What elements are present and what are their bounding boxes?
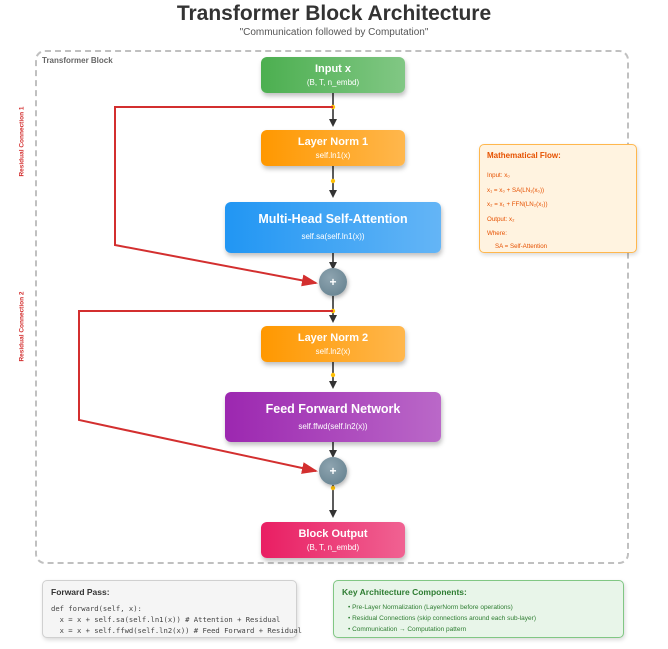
- math-flow-line: x₂ = x₁ + FFN(LN₂(x₁)): [487, 201, 548, 208]
- math-flow-box: Mathematical Flow: Input: x₀ x₁ = x₀ + S…: [479, 144, 637, 253]
- transformer-block-label: Transformer Block: [42, 56, 113, 65]
- block-output-title: Block Output: [298, 527, 368, 540]
- transformer-block-frame: [35, 50, 629, 564]
- self-attention-code: self.sa(self.ln1(x)): [301, 232, 365, 241]
- residual-path-2: [78, 310, 333, 474]
- add-node-2: +: [319, 457, 347, 485]
- junction-dot: [330, 372, 336, 378]
- key-component-item: • Communication → Computation pattern: [348, 626, 467, 633]
- forward-pass-code-line: x = x + self.sa(self.ln1(x)) # Attention…: [51, 615, 281, 624]
- feed-forward-code: self.ffwd(self.ln2(x)): [298, 421, 368, 431]
- key-component-item: • Residual Connections (skip connections…: [348, 615, 536, 622]
- page-title: Transformer Block Architecture: [176, 2, 492, 25]
- key-components-heading: Key Architecture Components:: [342, 587, 467, 597]
- forward-pass-code-line: def forward(self, x):: [51, 604, 142, 613]
- key-components-panel: Key Architecture Components: • Pre-Layer…: [333, 580, 624, 638]
- math-flow-line: Where:: [487, 230, 507, 237]
- junction-dot: [330, 485, 336, 491]
- forward-pass-code-line: x = x + self.ffwd(self.ln2(x)) # Feed Fo…: [51, 626, 302, 635]
- math-flow-line: Output: x₂: [487, 215, 515, 223]
- junction-dot: [330, 178, 336, 184]
- block-output-node: Block Output (B, T, n_embd): [261, 522, 405, 558]
- math-flow-line: x₁ = x₀ + SA(LN₁(x₀)): [487, 186, 545, 194]
- math-flow-line: Input: x₀: [487, 172, 510, 179]
- residual-path-1: [114, 106, 333, 287]
- add-node-1: +: [319, 268, 347, 296]
- layer-norm-2-title: Layer Norm 2: [297, 331, 369, 344]
- layer-norm-2-node: Layer Norm 2 self.ln2(x): [261, 326, 405, 362]
- math-flow-heading: Mathematical Flow:: [487, 151, 561, 160]
- input-node-shape: (B, T, n_embd): [306, 77, 360, 87]
- forward-pass-panel: Forward Pass: def forward(self, x): x = …: [42, 580, 302, 638]
- forward-pass-heading: Forward Pass:: [51, 587, 110, 597]
- layer-norm-2-code: self.ln2(x): [315, 346, 351, 356]
- residual-connection-1-label: Residual Connection 1: [18, 106, 26, 177]
- feed-forward-title: Feed Forward Network: [265, 401, 401, 416]
- layer-norm-1-code: self.ln1(x): [315, 150, 351, 160]
- input-node: Input x (B, T, n_embd): [261, 57, 405, 93]
- input-node-title: Input x: [314, 62, 352, 75]
- self-attention-node: Multi-Head Self-Attention self.sa(self.l…: [225, 202, 441, 253]
- layer-norm-1-node: Layer Norm 1 self.ln1(x): [261, 130, 405, 166]
- key-component-item: • Pre-Layer Normalization (LayerNorm bef…: [348, 604, 513, 611]
- feed-forward-node: Feed Forward Network self.ffwd(self.ln2(…: [225, 392, 441, 442]
- self-attention-title: Multi-Head Self-Attention: [258, 212, 408, 226]
- residual-connection-2-label: Residual Connection 2: [18, 291, 26, 362]
- math-flow-where: SA = Self-Attention: [495, 242, 548, 250]
- page-subtitle: "Communication followed by Computation": [239, 27, 429, 38]
- layer-norm-1-title: Layer Norm 1: [297, 135, 369, 148]
- block-output-shape: (B, T, n_embd): [306, 542, 360, 552]
